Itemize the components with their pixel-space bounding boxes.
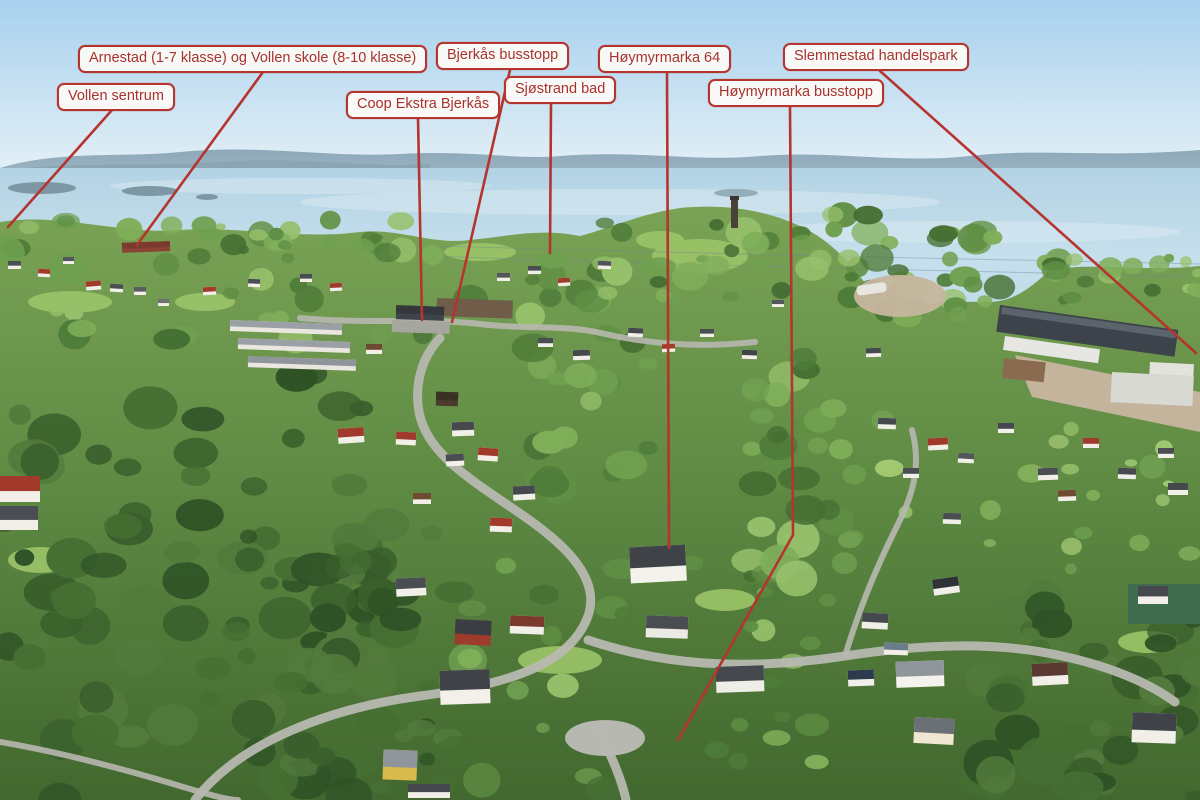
plowed-field: [436, 298, 513, 319]
brick-tower: [730, 196, 739, 228]
quarry-site: [854, 275, 946, 317]
forest-trees: [0, 202, 1200, 800]
houses: [0, 241, 1188, 798]
